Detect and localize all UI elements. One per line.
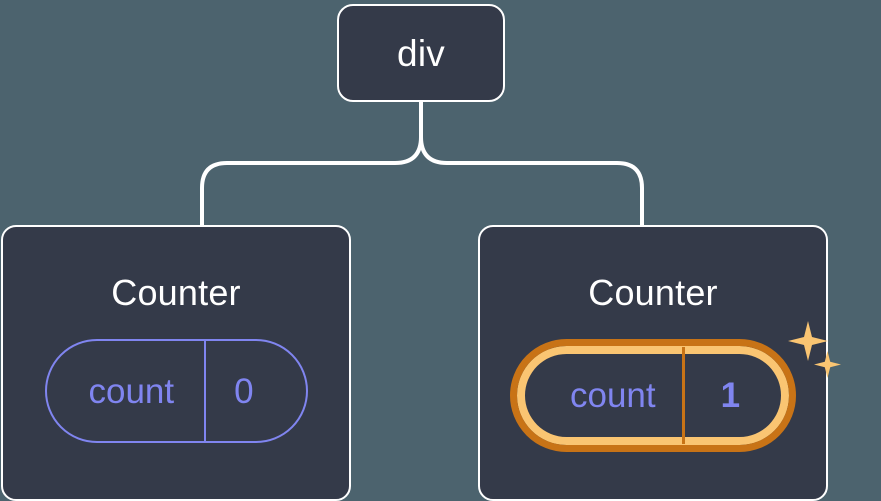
node-counter-left[interactable]: Counter count 0 (1, 225, 351, 501)
state-pill-left[interactable]: count 0 (44, 339, 308, 443)
node-counter-right-title: Counter (588, 272, 718, 313)
node-root-div[interactable]: div (337, 4, 505, 102)
state-pill-wrapper-right: count 1 (510, 321, 841, 452)
state-pill-wrapper-left: count 0 (44, 339, 308, 443)
connector-root-to-left-child (200, 100, 423, 228)
state-pill-right-highlighted[interactable]: count 1 (510, 339, 796, 452)
state-value-right: 1 (681, 347, 786, 444)
sparkle-large-icon (788, 321, 828, 361)
node-counter-right[interactable]: Counter count 1 (478, 225, 841, 501)
state-key-right: count (570, 376, 656, 415)
node-counter-left-title: Counter (111, 272, 241, 313)
state-value-left: 0 (204, 341, 289, 441)
node-root-label: div (397, 32, 445, 74)
state-key-left: count (88, 371, 175, 411)
connector-root-to-right-child (419, 100, 644, 228)
